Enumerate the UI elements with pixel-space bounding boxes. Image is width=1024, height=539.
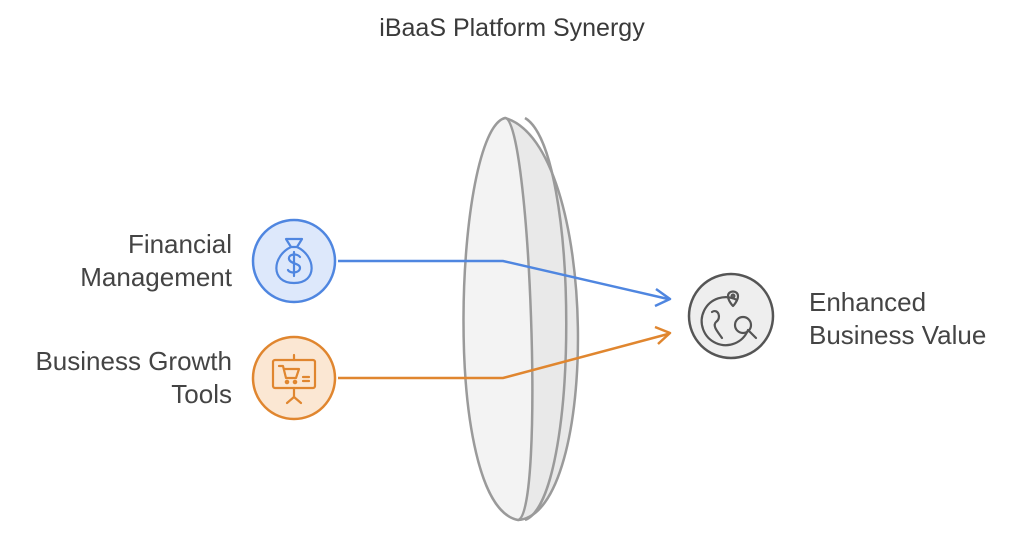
connector-financial bbox=[338, 259, 672, 308]
enhanced-business-value-node bbox=[687, 272, 775, 360]
business-growth-label: Business Growth Tools bbox=[35, 345, 232, 411]
money-bag-icon bbox=[275, 237, 313, 285]
business-growth-node bbox=[251, 335, 337, 421]
diagram-title: iBaaS Platform Synergy bbox=[379, 14, 645, 42]
financial-management-label-line2: Management bbox=[80, 262, 232, 292]
lens-shape bbox=[462, 116, 580, 522]
enhanced-business-value-label-line2: Business Value bbox=[809, 320, 987, 350]
enhanced-business-value-label: Enhanced Business Value bbox=[809, 286, 986, 352]
shopping-cart-presentation-icon bbox=[271, 353, 317, 405]
financial-management-label-line1: Financial bbox=[127, 229, 232, 259]
connector-growth bbox=[338, 325, 672, 380]
enhanced-business-value-label-line1: Enhanced bbox=[809, 287, 927, 317]
business-growth-label-line2: Tools bbox=[171, 379, 232, 409]
financial-management-label: Financial Management bbox=[80, 228, 232, 294]
globe-search-icon bbox=[700, 290, 758, 347]
financial-management-node bbox=[251, 218, 337, 304]
business-growth-label-line1: Business Growth bbox=[35, 346, 232, 376]
